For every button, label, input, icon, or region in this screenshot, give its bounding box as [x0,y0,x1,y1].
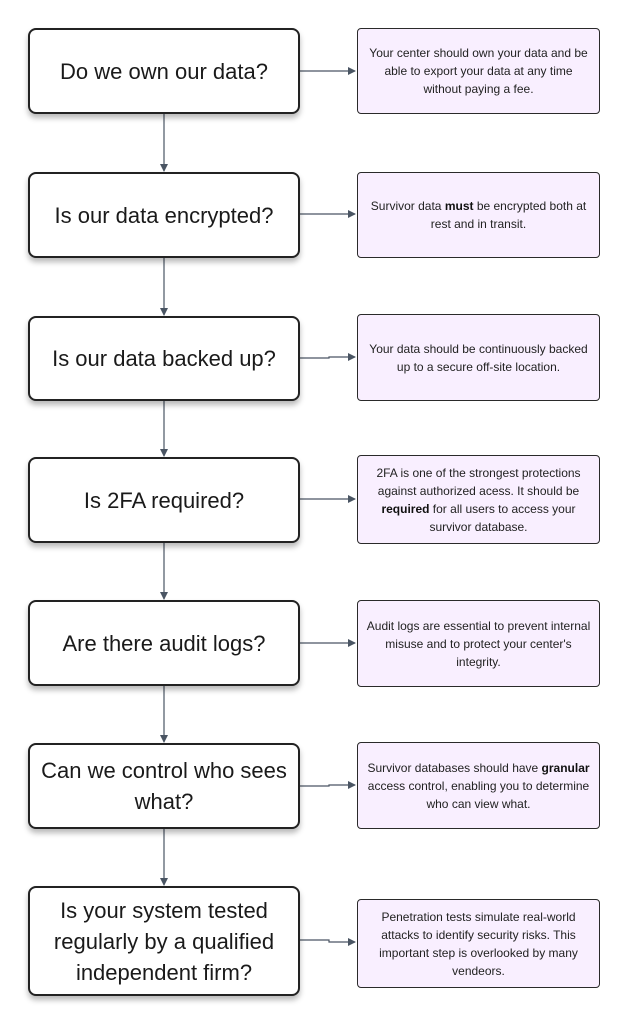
note-text: Your data should be continuously backed … [369,341,588,374]
note-box-encryption: Survivor data must be encrypted both at … [357,172,600,258]
note-text: Survivor databases should have granular … [367,760,590,811]
note-box-audit-logs: Audit logs are essential to prevent inte… [357,600,600,687]
question-box-pen-testing: Is your system tested regularly by a qua… [28,886,300,996]
question-text: Is our data backed up? [52,346,276,371]
question-text: Do we own our data? [60,58,268,84]
note-arrow-7 [300,938,356,946]
note-arrow-6 [300,781,356,789]
question-text: Can we control who sees what? [41,758,287,814]
note-text: Penetration tests simulate real-world at… [379,909,578,978]
question-text: Is our data encrypted? [54,202,274,228]
note-text: Survivor data must be encrypted both at … [370,199,587,231]
note-text: Audit logs are essential to prevent inte… [366,618,591,669]
question-text: Are there audit logs? [62,630,266,656]
question-box-access-control: Can we control who sees what? [28,743,300,829]
question-box-backup: Is our data backed up? [28,316,300,401]
question-box-own-data: Do we own our data? [28,28,300,114]
question-box-encryption: Is our data encrypted? [28,172,300,258]
note-box-2fa: 2FA is one of the strongest protections … [357,455,600,544]
note-text: 2FA is one of the strongest protections … [376,465,581,534]
note-box-own-data: Your center should own your data and be … [357,28,600,114]
note-box-access-control: Survivor databases should have granular … [357,742,600,829]
note-box-backup: Your data should be continuously backed … [357,314,600,401]
note-text: Your center should own your data and be … [369,46,588,96]
question-box-2fa: Is 2FA required? [28,457,300,543]
note-arrow-3 [300,353,356,361]
note-box-pen-testing: Penetration tests simulate real-world at… [357,899,600,988]
question-text: Is 2FA required? [83,487,245,513]
question-box-audit-logs: Are there audit logs? [28,600,300,686]
question-text: Is your system tested regularly by a qua… [53,897,275,985]
